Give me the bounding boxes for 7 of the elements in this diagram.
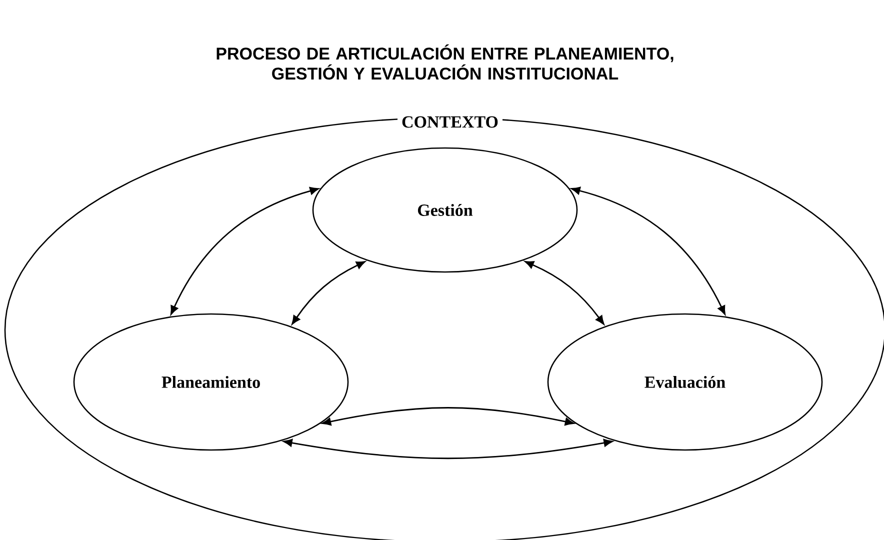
arrow xyxy=(283,438,613,460)
arrow xyxy=(322,407,574,426)
arrow xyxy=(170,187,319,315)
arrow xyxy=(571,186,726,315)
arrow xyxy=(292,261,366,325)
title: PROCESO DE ARTICULACIÓN ENTRE PLANEAMIENTO, GESTIÓN Y EVALUACIÓN INSTITUCIONAL xyxy=(216,44,674,80)
arrow xyxy=(524,261,604,325)
